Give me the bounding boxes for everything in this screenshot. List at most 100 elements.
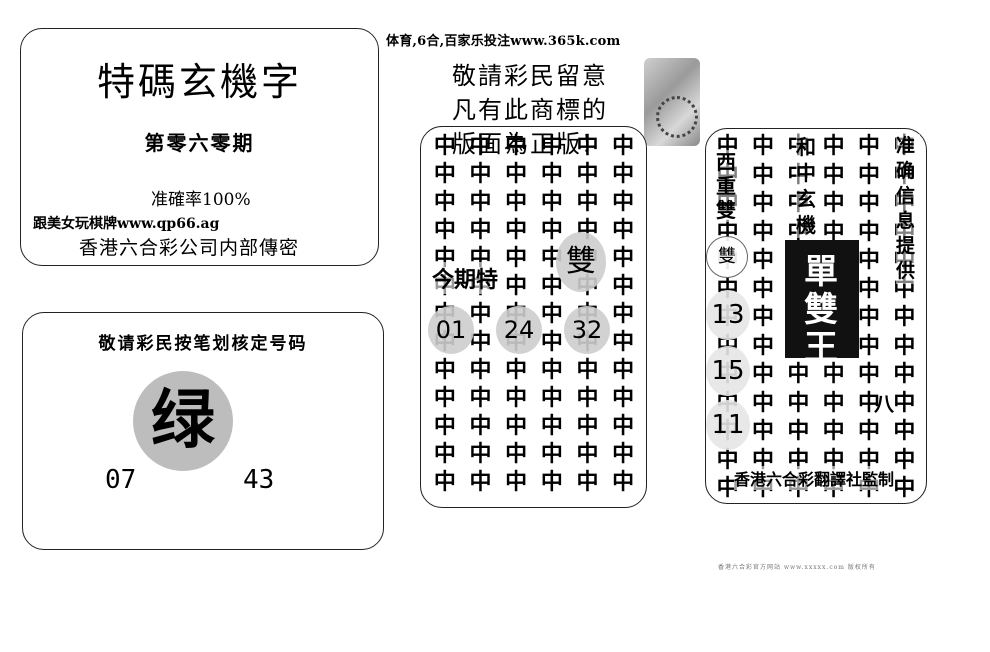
- grid-glyph: 中: [857, 276, 880, 302]
- grid-glyph: 中: [540, 358, 563, 383]
- grid-glyph: 中: [433, 218, 456, 243]
- grid-glyph: 中: [505, 470, 528, 495]
- grid-glyph: 中: [612, 162, 635, 187]
- grid-glyph: 中: [469, 134, 492, 159]
- grid-glyph: 中: [612, 330, 635, 355]
- grid-glyph: 中: [751, 248, 774, 273]
- grid-glyph: 中: [576, 442, 599, 467]
- top-banner: 体育,6合,百家乐投注www.365k.com: [386, 34, 621, 49]
- card-title: 特碼玄機字: [96, 60, 302, 104]
- grid-glyph: 中: [893, 419, 916, 444]
- ad-link[interactable]: 跟美女玩棋牌www.qp66.ag: [33, 216, 220, 232]
- grid-glyph: 中: [505, 246, 528, 271]
- grid-glyph: 中: [751, 134, 774, 159]
- grid-glyph: 中: [576, 470, 599, 495]
- notice-line-3: 版面為正版!: [452, 130, 594, 158]
- grid-glyph: 中: [433, 190, 456, 215]
- panel-char-top: 單: [804, 252, 838, 292]
- grid-glyph: 中: [540, 470, 563, 495]
- grid-glyph: 中: [540, 274, 563, 299]
- grid-glyph: 中: [469, 190, 492, 215]
- panel-char-bot: 王: [804, 328, 838, 368]
- grid-glyph: 中: [540, 386, 563, 411]
- left-badge: 雙: [706, 236, 748, 278]
- title-card: 特碼玄機字 第零六零期 准確率100% 跟美女玩棋牌www.qp66.ag 香港…: [20, 28, 379, 266]
- notice-line-2: 凡有此商標的: [452, 96, 608, 124]
- grid-glyph: 中: [612, 470, 635, 495]
- grid-glyph: 中: [576, 190, 599, 215]
- grid-glyph: 中: [612, 134, 635, 159]
- grid-glyph: 中: [822, 134, 845, 159]
- grid-glyph: 中: [893, 390, 916, 416]
- grid-glyph: 中: [857, 191, 880, 216]
- grid-glyph: 中: [612, 358, 635, 383]
- grid-glyph: 中: [540, 162, 563, 187]
- number-ball-2: 24: [496, 306, 542, 354]
- grid-glyph: 中: [576, 358, 599, 383]
- notice-line-1: 敬請彩民留意: [452, 62, 608, 90]
- grid-glyph: 中: [857, 248, 880, 273]
- grid-glyph: 中: [469, 330, 492, 355]
- grid-glyph: 中: [576, 386, 599, 411]
- grid-glyph: 中: [751, 362, 774, 387]
- grid-glyph: 中: [751, 219, 774, 245]
- right-number-2: 15: [706, 346, 750, 396]
- grid-glyph: 中: [612, 246, 635, 271]
- grid-glyph: 中: [469, 218, 492, 243]
- grid-glyph: 中: [505, 386, 528, 411]
- grid-glyph: 中: [540, 302, 563, 327]
- grid-glyph: 中: [433, 358, 456, 383]
- grid-glyph: 中: [857, 219, 880, 245]
- grid-glyph: 中: [540, 442, 563, 467]
- grid-glyph: 中: [505, 442, 528, 467]
- grid-glyph: 中: [540, 330, 563, 355]
- hint-number-2: 43: [243, 465, 275, 495]
- source-text: 香港六合彩公司内部傳密: [79, 237, 300, 259]
- highlight-circle: [133, 371, 233, 471]
- grid-glyph: 中: [469, 414, 492, 439]
- number-ball-3: 32: [564, 306, 610, 354]
- grid-glyph: 中: [612, 190, 635, 215]
- grid-glyph: 中: [469, 470, 492, 495]
- grid-glyph: 中: [716, 476, 739, 501]
- grid-glyph: 中: [857, 362, 880, 387]
- left-vertical-label: 西重雙: [716, 150, 740, 222]
- grid-glyph: 中: [751, 276, 774, 302]
- number-ball-1: 01: [428, 306, 474, 354]
- grid-glyph: 中: [505, 190, 528, 215]
- grid-glyph: 中: [505, 358, 528, 383]
- grid-glyph: 中: [612, 386, 635, 411]
- grid-glyph: 中: [857, 162, 880, 188]
- grid-glyph: 中: [433, 470, 456, 495]
- grid-glyph: 中: [857, 390, 880, 416]
- grid-glyph: 中: [787, 390, 810, 416]
- grid-glyph: 中: [612, 302, 635, 327]
- grid-glyph: 中: [576, 162, 599, 187]
- grid-glyph: 中: [540, 190, 563, 215]
- grid-glyph: 中: [469, 162, 492, 187]
- grid-glyph: 中: [893, 305, 916, 330]
- grid-glyph: 中: [505, 134, 528, 159]
- badge-double: 雙: [556, 232, 606, 292]
- grid-glyph: 中: [433, 442, 456, 467]
- grid-glyph: 中: [433, 414, 456, 439]
- grid-glyph: 中: [751, 390, 774, 416]
- grid-glyph: 中: [433, 134, 456, 159]
- middle-vertical-label: 和中玄機: [796, 134, 820, 238]
- grid-glyph: 中: [505, 162, 528, 187]
- chung-grid-card-left: 中中中中中中中中中中中中中中中中中中中中中中中中中中中中中中中中中中中中中中中中…: [420, 126, 647, 508]
- grid-glyph: 中: [751, 419, 774, 444]
- grid-glyph: 中: [857, 305, 880, 330]
- grid-glyph: 中: [751, 305, 774, 330]
- grid-glyph: 中: [469, 442, 492, 467]
- single-double-panel: 單 雙 王: [785, 240, 859, 368]
- grid-glyph: 中: [893, 447, 916, 473]
- grid-glyph: 中: [857, 333, 880, 359]
- grid-glyph: 中: [469, 302, 492, 327]
- issue-number: 第零六零期: [144, 131, 255, 155]
- grid-glyph: 中: [612, 442, 635, 467]
- row-extra-char: 八: [874, 392, 894, 416]
- grid-glyph: 中: [822, 390, 845, 416]
- grid-glyph: 中: [540, 218, 563, 243]
- grid-glyph: 中: [893, 362, 916, 387]
